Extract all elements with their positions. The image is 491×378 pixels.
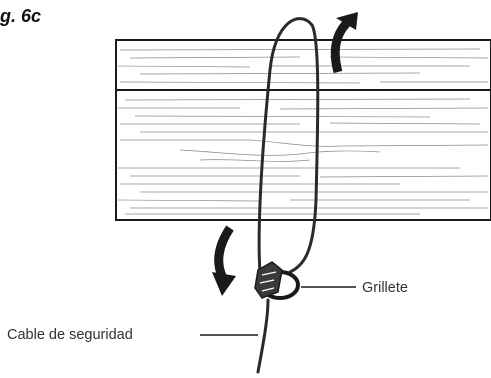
wood-grain [117,48,489,215]
wood-boards [115,39,491,221]
down-arrow-icon [212,225,236,296]
safety-cable [256,17,320,374]
cable-loop [257,17,320,292]
cable-tail [256,298,270,374]
lower-board [115,89,491,221]
shackle-label: Grillete [362,280,408,296]
up-arrow-icon [330,12,358,74]
cable-label: Cable de seguridad [7,327,133,343]
figure-label: g. 6c [0,6,42,26]
shackle [254,261,300,300]
